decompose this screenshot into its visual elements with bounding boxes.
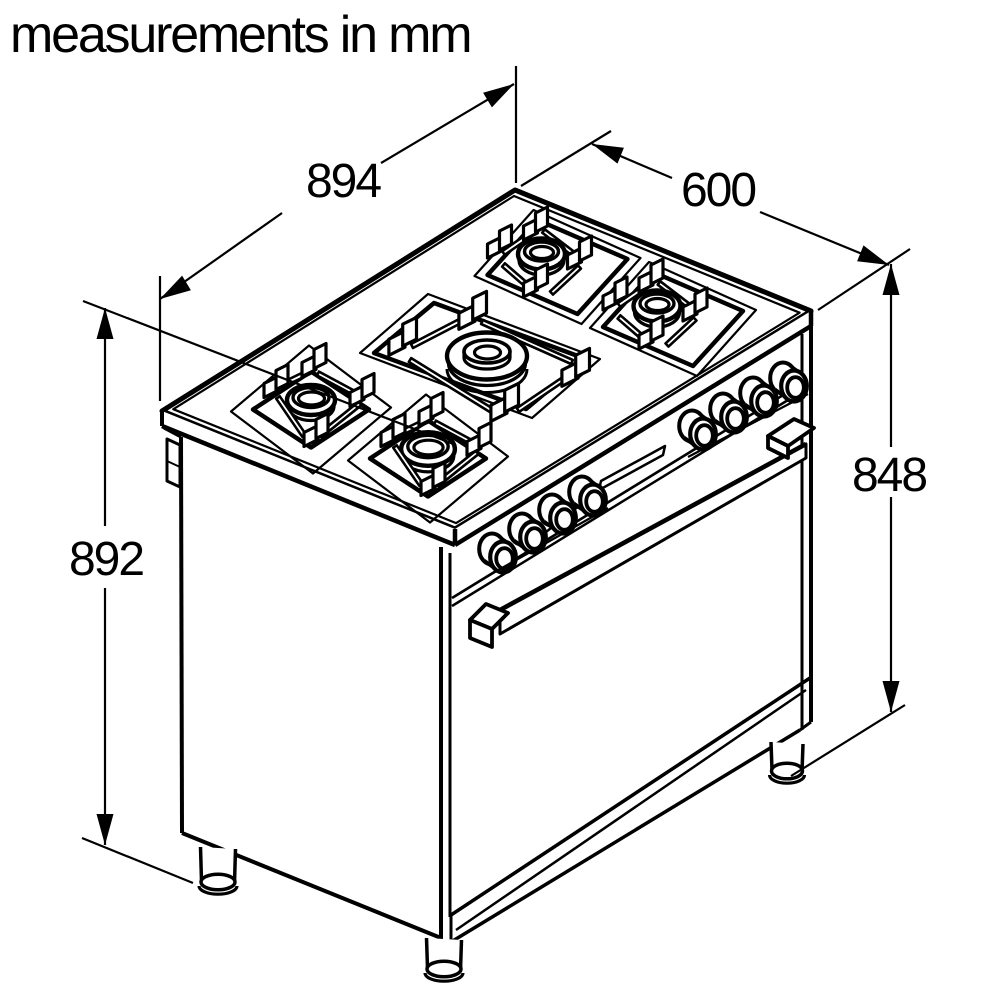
svg-text:600: 600 <box>681 164 755 217</box>
svg-text:848: 848 <box>852 449 926 502</box>
svg-text:measurements in mm: measurements in mm <box>10 6 470 64</box>
svg-text:894: 894 <box>306 155 381 208</box>
svg-text:892: 892 <box>69 533 143 586</box>
